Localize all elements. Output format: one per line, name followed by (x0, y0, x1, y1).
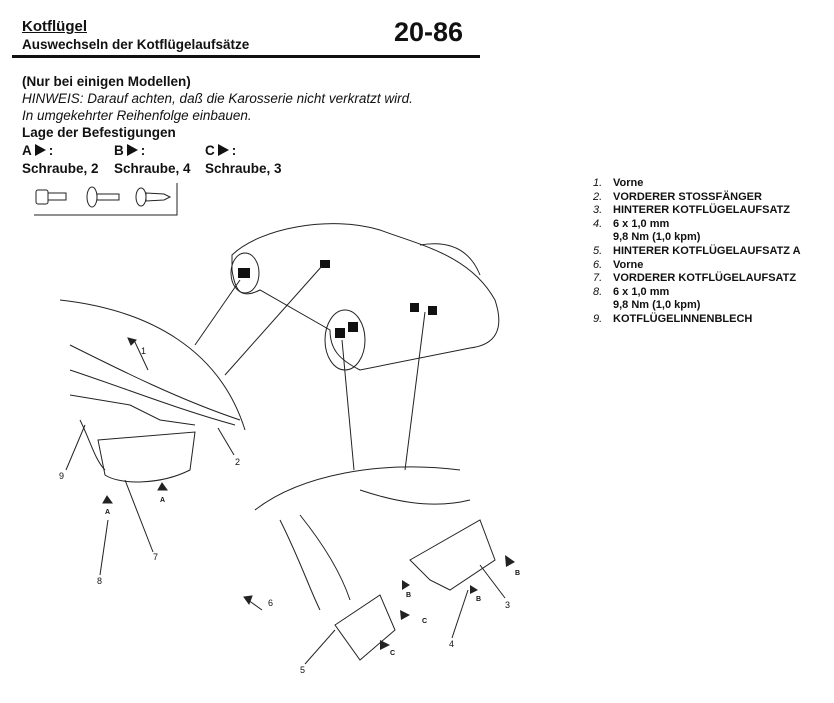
models-note: (Nur bei einigen Modellen) (22, 74, 191, 89)
fastener-c-desc: Schraube, 3 (205, 161, 282, 176)
pointer-triangle-icon (126, 144, 138, 156)
fastener-c-key: C: (205, 143, 236, 158)
legend-text: 9,8 Nm (1,0 kpm) (613, 299, 701, 312)
front-wheel-arch (230, 252, 260, 294)
legend-text: KOTFLÜGELINNENBLECH (613, 312, 753, 325)
legend-item: 6. Vorne (593, 259, 801, 273)
fastener-frame (34, 183, 178, 216)
colon: : (140, 143, 146, 158)
legend-text: Vorne (613, 177, 644, 189)
bolt-a-icon (35, 189, 67, 205)
screw-b-icon (86, 186, 120, 208)
legend-item: 5. HINTERER KOTFLÜGELAUFSATZ A (593, 245, 801, 259)
fastener-b-desc: Schraube, 4 (114, 161, 191, 176)
callouts: 1 2 3 4 5 6 7 8 9 A A B B B C C (59, 346, 520, 675)
screw-c-icon (135, 187, 172, 207)
colon: : (48, 143, 54, 158)
callout-3: 3 (505, 600, 510, 610)
legend-text: 9,8 Nm (1,0 kpm) (613, 231, 701, 244)
legend-text: VORDERER STOSSFÄNGER (613, 190, 762, 203)
legend-item: 8. 6 x 1,0 mm (593, 286, 801, 300)
callout-8: 8 (97, 576, 102, 586)
legend-text: VORDERER KOTFLÜGELAUFSATZ (613, 272, 797, 285)
leader-lines (194, 265, 426, 471)
legend-text: HINTERER KOTFLÜGELAUFSATZ (613, 204, 791, 217)
legend-text: Vorne (613, 258, 644, 271)
pointer-marks (380, 555, 515, 650)
car-outline (230, 223, 500, 371)
pointer-triangle-icon (217, 144, 229, 156)
legend-num: 8. (593, 285, 603, 298)
legend-num: 6. (593, 258, 603, 271)
front-detail (59, 299, 246, 576)
legend-item: 9. KOTFLÜGELINNENBLECH (593, 313, 801, 327)
reinstall-text: In umgekehrter Reihenfolge einbauen. (22, 108, 252, 123)
section-subtitle: Auswechseln der Kotflügelaufsätze (22, 37, 250, 52)
callout-2: 2 (235, 457, 240, 467)
legend-num: 3. (593, 204, 603, 217)
callout-4: 4 (449, 639, 454, 649)
fastener-icons (34, 183, 178, 216)
legend-item-cont: 9,8 Nm (1,0 kpm) (593, 299, 801, 313)
legend-item: 4. 6 x 1,0 mm (593, 218, 801, 232)
legend-num: 5. (593, 244, 603, 257)
callout-a: A (105, 509, 110, 516)
callout-9: 9 (59, 471, 64, 481)
legend-item: 1. Vorne (593, 177, 801, 191)
legend-num: 1. (593, 177, 603, 189)
legend-item: 2. VORDERER STOSSFÄNGER (593, 191, 801, 205)
legend-text: 6 x 1,0 mm (613, 217, 670, 230)
pointer-triangle-icon (34, 144, 46, 156)
fastener-a-desc: Schraube, 2 (22, 161, 99, 176)
callout-b: B (515, 570, 520, 577)
callout-5: 5 (300, 665, 305, 675)
fastener-letter: C (205, 143, 215, 158)
callout-7: 7 (153, 552, 158, 562)
legend-num: 2. (593, 190, 603, 203)
parts-legend: 1. Vorne 2. VORDERER STOSSFÄNGER 3. HINTERE… (593, 177, 801, 327)
rear-fender-liner-a (334, 594, 396, 661)
header-rule (12, 55, 480, 58)
callout-1: 1 (141, 346, 146, 356)
callout-b: B (406, 592, 411, 599)
callout-c: C (422, 618, 427, 625)
rear-fender-liner (409, 519, 496, 591)
legend-text: 6 x 1,0 mm (613, 285, 670, 298)
legend-item: 7. VORDERER KOTFLÜGELAUFSATZ (593, 272, 801, 286)
fastener-b-key: B: (114, 143, 145, 158)
callout-c: C (390, 650, 395, 657)
rear-detail (243, 466, 515, 665)
callout-a: A (160, 497, 165, 504)
legend-num: 4. (593, 217, 603, 230)
fastener-letter: A (22, 143, 32, 158)
legend-item-cont: 9,8 Nm (1,0 kpm) (593, 231, 801, 245)
legend-num: 7. (593, 272, 603, 285)
colon: : (231, 143, 237, 158)
section-title: Kotflügel (22, 18, 87, 35)
legend-item: 3. HINTERER KOTFLÜGELAUFSATZ (593, 204, 801, 218)
fastener-a-key: A: (22, 143, 53, 158)
legend-text: HINTERER KOTFLÜGELAUFSATZ A (613, 244, 801, 257)
front-fender-liner (97, 431, 196, 483)
page-number: 20-86 (394, 17, 464, 47)
fastener-letter: B (114, 143, 124, 158)
legend-num: 9. (593, 312, 603, 325)
callout-6: 6 (268, 598, 273, 608)
callout-b: B (476, 596, 481, 603)
hint-text: HINWEIS: Darauf achten, daß die Karosser… (22, 91, 413, 106)
fasteners-heading: Lage der Befestigungen (22, 125, 176, 140)
clip-marks (238, 260, 437, 338)
